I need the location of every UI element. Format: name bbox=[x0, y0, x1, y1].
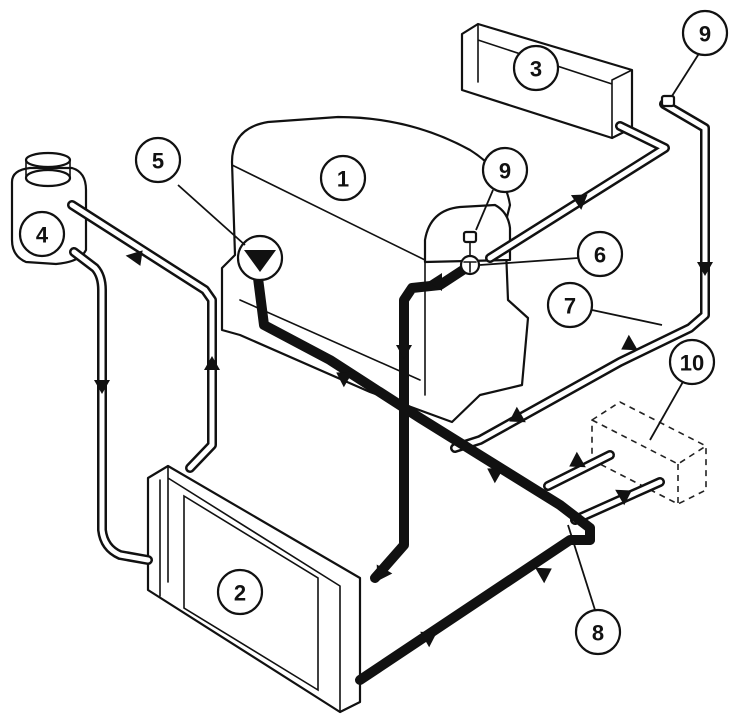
callout-label: 6 bbox=[594, 243, 606, 268]
arrow bbox=[621, 334, 638, 351]
callout-label: 5 bbox=[152, 149, 164, 174]
arrow bbox=[697, 262, 713, 276]
callout-engine: 1 bbox=[319, 154, 367, 202]
bleed-screw-heater bbox=[660, 94, 676, 108]
arrow bbox=[509, 406, 526, 423]
thermostat bbox=[459, 254, 481, 276]
callout-label: 3 bbox=[530, 57, 542, 82]
callout-label: 4 bbox=[36, 223, 49, 248]
arrow bbox=[569, 451, 586, 468]
arrow bbox=[336, 371, 353, 388]
leader-lines bbox=[177, 51, 701, 611]
callout-label: 8 bbox=[592, 621, 604, 646]
callout-label: 7 bbox=[564, 294, 576, 319]
arrow bbox=[487, 467, 504, 484]
callout-auxiliary-unit: 10 bbox=[668, 338, 716, 386]
bleed-screw-engine bbox=[462, 230, 478, 257]
callout-thermostat: 6 bbox=[576, 230, 624, 278]
arrow bbox=[376, 564, 393, 582]
callout-expansion-tank: 4 bbox=[18, 210, 66, 258]
arrow bbox=[125, 250, 143, 266]
arrow bbox=[535, 567, 552, 584]
callout-bleed-screw-heater: 9 bbox=[681, 9, 729, 57]
arrow bbox=[204, 356, 220, 370]
arrow bbox=[94, 380, 110, 394]
callout-heater-core: 3 bbox=[512, 44, 560, 92]
callout-label: 2 bbox=[234, 581, 246, 606]
arrow bbox=[420, 631, 437, 648]
callout-radiator: 2 bbox=[216, 568, 264, 616]
flow-arrows bbox=[94, 194, 713, 648]
water-pump bbox=[236, 234, 284, 282]
arrow bbox=[428, 273, 442, 291]
callout-label: 1 bbox=[337, 167, 349, 192]
callout-label: 9 bbox=[499, 159, 511, 184]
arrow bbox=[396, 345, 412, 359]
callout-bleed-screw-engine: 9 bbox=[481, 146, 529, 194]
arrow bbox=[570, 194, 588, 210]
callout-label: 10 bbox=[680, 351, 704, 376]
callout-heater-hose-junction: 7 bbox=[546, 281, 594, 329]
arrow bbox=[615, 489, 632, 506]
callout-water-pump: 5 bbox=[134, 136, 182, 184]
callout-bypass-junction: 8 bbox=[574, 608, 622, 656]
callout-label: 9 bbox=[699, 22, 711, 47]
